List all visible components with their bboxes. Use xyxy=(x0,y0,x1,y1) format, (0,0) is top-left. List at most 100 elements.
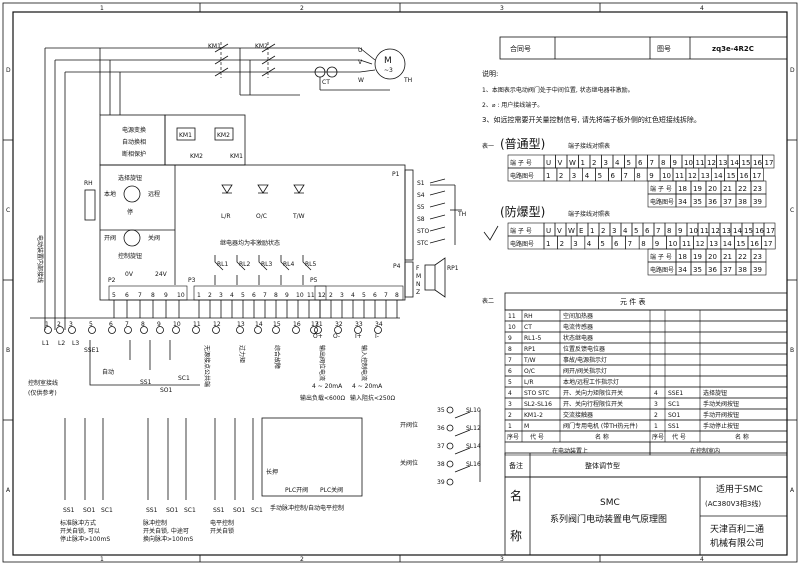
component-no: 3 xyxy=(508,401,512,408)
ex-type-title: (防爆型) xyxy=(500,204,545,219)
component-code: SSE1 xyxy=(668,390,683,397)
terminal-cell: 16 xyxy=(753,159,762,167)
pin: 4 xyxy=(230,292,234,299)
terminal-cell: 11 xyxy=(700,227,709,235)
pin: 10 xyxy=(177,292,185,299)
circuit-cell: 35 xyxy=(693,198,702,206)
l2-label: L2 xyxy=(58,340,65,347)
in-label: 输入控制电流 xyxy=(360,345,368,381)
note-1: 1、本图表示电动阀门处于中间位置, 状态继电器非激励。 xyxy=(482,86,634,94)
plc-open: PLC开阀 xyxy=(285,486,308,494)
pin: 5 xyxy=(112,292,116,299)
component-code: CT xyxy=(524,324,532,331)
motor: M ~3 TH xyxy=(359,47,412,84)
row-circuit-label: 电路图号 xyxy=(510,240,534,248)
circuit-cell: 39 xyxy=(753,198,762,206)
terminal-cell: 10 xyxy=(684,159,693,167)
row-terminal-label: 端 子 号 xyxy=(510,159,532,167)
pin: 7 xyxy=(138,292,142,299)
pin: 6 xyxy=(252,292,256,299)
relay-5: RL5 xyxy=(305,261,317,268)
component-name: 本地/远程工作指示灯 xyxy=(563,378,619,386)
circuit-cell: 3 xyxy=(572,172,576,180)
component-code: L/R xyxy=(524,379,534,386)
component-name: 选择旋钮 xyxy=(703,389,727,397)
company-line-2: 机械有限公司 xyxy=(710,537,764,549)
motor-label: M xyxy=(384,56,392,66)
w-label: W xyxy=(358,77,364,84)
terminal-cell: V xyxy=(557,227,562,235)
terminal-cell: U xyxy=(546,227,551,235)
sc1-button: SC1 xyxy=(184,507,196,514)
row-marker: D xyxy=(6,67,11,74)
component-no: 2 xyxy=(508,412,512,419)
table2-title: 元 件 表 xyxy=(620,297,645,306)
circuit-cell: 6 xyxy=(614,240,619,248)
sl-terminal: 36 xyxy=(437,425,445,432)
component-no: 7 xyxy=(508,357,512,364)
circuit-cell: 36 xyxy=(708,266,717,274)
head-no: 序号 xyxy=(652,433,664,441)
circuit-cell: 37 xyxy=(723,266,732,274)
pin: 2 xyxy=(208,292,212,299)
p4-label: P4 xyxy=(393,263,401,270)
pin: 2 xyxy=(329,292,333,299)
pin: 7 xyxy=(384,292,388,299)
circuit-cell: 6 xyxy=(611,172,616,180)
row-marker: D xyxy=(790,67,795,74)
terminal: 32 xyxy=(335,321,343,328)
terminal: 12 xyxy=(213,321,221,328)
component-name: 电流传感器 xyxy=(563,323,593,331)
terminal-cell: 8 xyxy=(661,159,665,167)
terminal-cell: 17 xyxy=(766,227,775,235)
power-box-1: 电源变换 xyxy=(122,126,146,134)
o-plus: O+ xyxy=(313,333,323,340)
pin: 8 xyxy=(151,292,155,299)
terminal-cell: 15 xyxy=(742,159,751,167)
company-line-1: 天津百利二通 xyxy=(710,523,764,535)
col-marker: 2 xyxy=(300,556,304,563)
terminal: 2 xyxy=(57,321,61,328)
terminal: 6 xyxy=(109,321,113,328)
component-no: 3 xyxy=(654,401,658,408)
terminal-cell: 4 xyxy=(615,159,620,167)
terminal-cell: 3 xyxy=(612,227,616,235)
circuit-cell: 8 xyxy=(641,240,645,248)
sl-terminal: 38 xyxy=(437,461,445,468)
sl-switch: SL14 xyxy=(466,443,481,450)
ss1-label: SS1 xyxy=(140,379,152,386)
circuit-cell: 15 xyxy=(727,172,736,180)
col-marker: 4 xyxy=(700,5,704,12)
switch-label: S5 xyxy=(417,204,425,211)
circuit-cell: 12 xyxy=(688,172,697,180)
terminal: 8 xyxy=(141,321,145,328)
terminal-table: 表一 (普通型) 端子接线对照表 (防爆型) 端子接线对照表 端 子 号电路图号… xyxy=(482,137,776,276)
km1-contact: KM1 xyxy=(230,153,243,160)
pin: 5 xyxy=(241,292,245,299)
remark-value: 整体调节型 xyxy=(585,461,620,470)
so1-button: SO1 xyxy=(233,507,246,514)
circuit-cell: 14 xyxy=(714,172,723,180)
terminal-cell: 5 xyxy=(634,227,638,235)
sl-terminal: 37 xyxy=(437,443,445,450)
mode-desc: 开关自锁 xyxy=(210,527,234,535)
sc1-label: SC1 xyxy=(178,375,190,382)
row-circuit-label: 电路图号 xyxy=(650,198,674,206)
out-ma: 4 ~ 20mA xyxy=(312,383,343,390)
terminal: 1 xyxy=(45,321,49,328)
component-no: 4 xyxy=(508,390,512,397)
v24-label: 24V xyxy=(155,271,168,278)
pin: 9 xyxy=(285,292,289,299)
ct-label: CT xyxy=(322,79,330,86)
terminal-cell: E xyxy=(579,227,583,235)
switch-label: STO xyxy=(417,228,429,235)
mode-desc: 换向脉冲>100mS xyxy=(143,535,193,543)
indicator-lamps: L/R O/C T/W xyxy=(221,184,305,220)
sse1-label: SSE1 xyxy=(84,347,99,354)
component-code: RH xyxy=(524,313,533,320)
terminal: 11 xyxy=(193,321,201,328)
p5-label: P5 xyxy=(310,277,318,284)
